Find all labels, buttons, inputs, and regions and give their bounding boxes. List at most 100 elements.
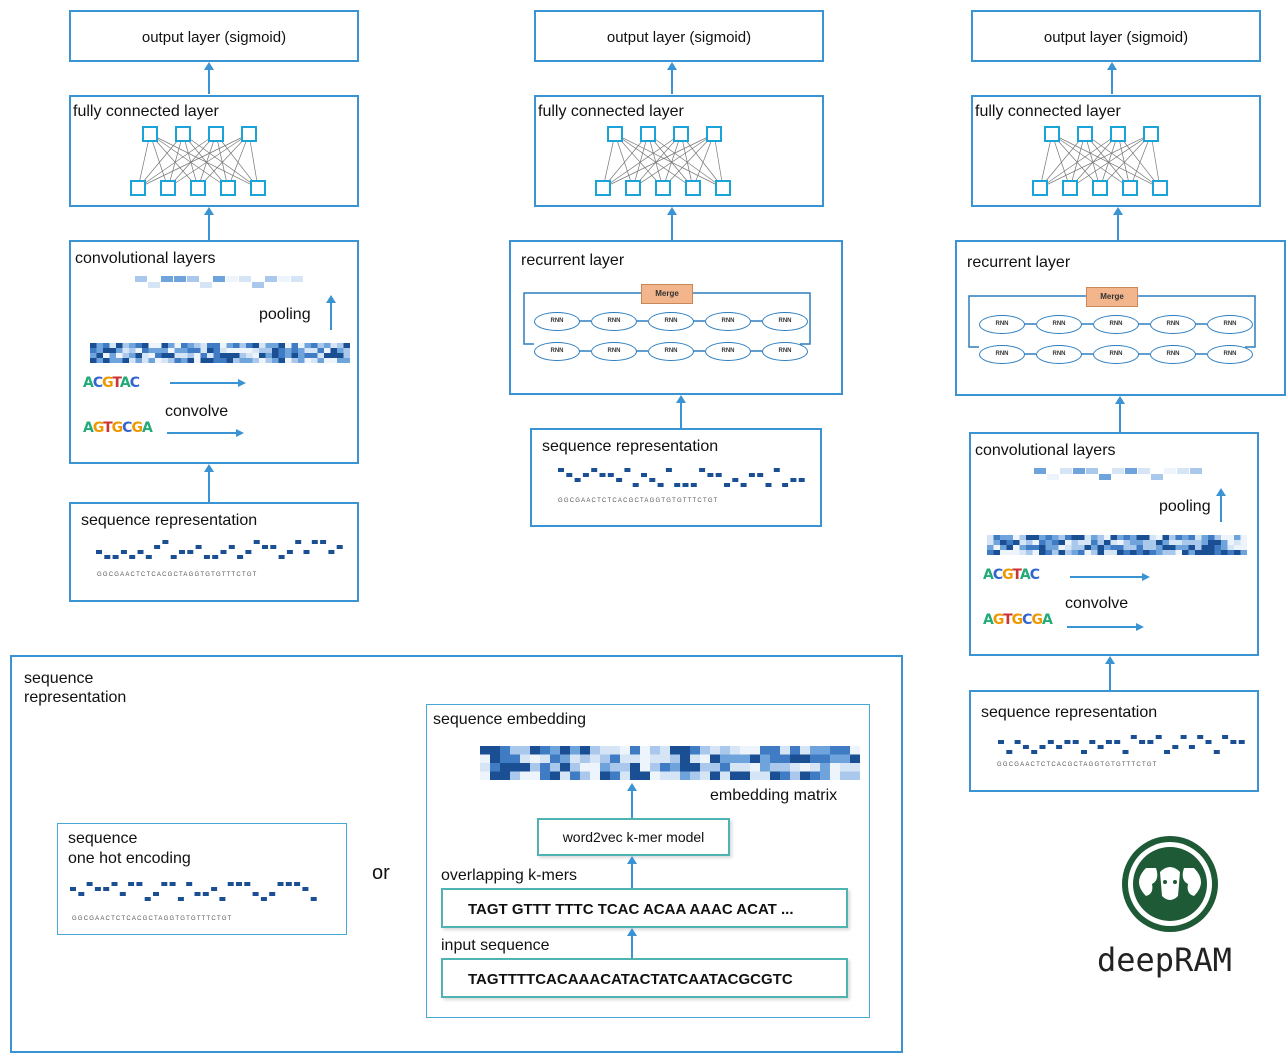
col3-onehot-cell (1081, 750, 1087, 754)
col3-convolve-label: convolve (1065, 595, 1129, 612)
col1-feature-map-cell (291, 358, 298, 363)
col3-feature-map-cell (1045, 540, 1052, 545)
col1-feature-map-cell (90, 348, 97, 353)
col3-feature-map-cell (1078, 540, 1085, 545)
col3-onehot-cell (1022, 745, 1029, 749)
input-sequence-box: TAGTTTTCACAAACATACTATCAATACGCGTC (441, 958, 848, 998)
col3-feature-map-cell (1032, 550, 1039, 555)
col1-pooling-label: pooling (259, 306, 311, 323)
embedding-matrix-cell (550, 763, 560, 772)
embedding-matrix-cell (670, 763, 680, 772)
col2-onehot-cell (674, 483, 681, 487)
col1-onehot-cell (228, 545, 235, 549)
col1-feature-map-cell (174, 348, 181, 353)
col1-fc-edge (182, 133, 229, 189)
col3-fc-node (1092, 180, 1108, 196)
col2-onehot-cell (757, 473, 764, 477)
embedding-matrix-cell (480, 763, 490, 772)
col3-feature-map-cell (1117, 535, 1124, 540)
embedding-matrix-cell (690, 771, 700, 780)
col1-fc-edge (137, 133, 250, 189)
col3-fc-node (1077, 126, 1093, 142)
col1-feature-map-cell (207, 358, 214, 363)
col3-feature-map-cell (1175, 550, 1182, 555)
col1-feature-map-cell (220, 348, 227, 353)
col1-feature-map-cell (155, 348, 162, 353)
col1-fc-node (220, 180, 236, 196)
col1-feature-map-cell (233, 353, 240, 358)
col3-feature-map-cell (1195, 550, 1202, 555)
col3-rnn-loop-left (968, 295, 1086, 348)
embedding-matrix-cell (830, 754, 840, 763)
col3-feature-map-cell (1195, 545, 1202, 550)
arrow-word2vec-matrix-head (627, 783, 637, 791)
col2-fc-edge (680, 133, 724, 189)
col3-onehot-cell (1105, 740, 1112, 744)
col2-fc-edge (614, 133, 724, 189)
col1-fc-edge (167, 133, 250, 189)
col1-feature-map-cell (304, 358, 311, 363)
embedding-matrix-cell (760, 771, 770, 780)
col1-feature-map-cell (96, 358, 103, 363)
col1-feature-map-cell (213, 348, 220, 353)
panel-onehot-cell (236, 882, 242, 886)
embedding-matrix-cell (520, 771, 530, 780)
col1-feature-map-cell (90, 353, 97, 358)
col1-feature-map-cell (142, 358, 149, 363)
col1-onehot-cell (162, 540, 169, 544)
embedding-matrix-cell (800, 754, 810, 763)
col3-rnn-rnn-node: RNN (1207, 315, 1253, 334)
embedding-matrix-cell (740, 771, 750, 780)
col1-fc-node (130, 180, 146, 196)
col1-feature-map-cell (194, 343, 201, 348)
col3-feature-map-cell (1006, 535, 1013, 540)
col2-onehot-cell (773, 468, 780, 472)
col1-onehot-cell (320, 540, 327, 544)
col1-feature-map-cell (129, 348, 136, 353)
col1-feature-map-cell (174, 353, 181, 358)
embedding-matrix-cell (710, 771, 720, 780)
col2-fc-node (715, 180, 731, 196)
embedding-matrix-cell (530, 771, 540, 780)
col3-feature-map-cell (993, 550, 1000, 555)
embedding-matrix-cell (820, 771, 830, 780)
col3-feature-map-cell (1052, 550, 1059, 555)
col3-feature-map-cell (1143, 550, 1150, 555)
embedding-matrix-cell (850, 771, 860, 780)
col3-feature-map-cell (1039, 545, 1046, 550)
col2-rnn-loop-right (691, 292, 811, 345)
col1-onehot-cell (179, 550, 185, 554)
col3-feature-map-cell (1214, 550, 1221, 555)
col2-fc-edge (680, 133, 694, 189)
col3-rnn-merge-box: Merge (1086, 287, 1138, 307)
col1-feature-map-cell (233, 348, 240, 353)
col1-feature-map-cell (187, 343, 194, 348)
col3-feature-map-cell (1175, 545, 1182, 550)
col2-sequence-representation-box: sequence representation GGCGAACTCTCACGCT… (530, 428, 822, 527)
embedding-matrix-cell (600, 771, 610, 780)
embedding-matrix-cell (530, 763, 540, 772)
panel-onehot-cell (103, 887, 110, 891)
panel-onehot-cell (177, 897, 184, 901)
col1-arrow-seq-conv-head (204, 464, 214, 472)
col1-nucleotide-string: GGCGAACTCTCACGCTAGGTGTGTTTCTGT (97, 572, 258, 578)
col3-feature-map-cell (1032, 540, 1039, 545)
col1-feature-map-cell (220, 343, 227, 348)
col3-feature-map-cell (1195, 535, 1202, 540)
col3-feature-map-cell (1182, 545, 1189, 550)
col3-fc-node (1032, 180, 1048, 196)
col1-feature-map-cell (207, 353, 214, 358)
embedding-matrix-cell (530, 754, 540, 763)
col3-feature-map-cell (1227, 540, 1234, 545)
col2-fc-node (640, 126, 656, 142)
col1-convolve-label: convolve (165, 403, 229, 420)
col3-feature-map-cell (987, 535, 994, 540)
col1-feature-map-cell (259, 358, 266, 363)
col3-feature-map-cell (1091, 545, 1098, 550)
embedding-matrix-cell (780, 771, 790, 780)
col1-onehot-cell (262, 545, 268, 549)
col3-arrow-fc-out-head (1107, 62, 1117, 70)
col1-feature-map-cell (337, 358, 344, 363)
embedding-matrix-cell (730, 763, 740, 772)
col2-fc-edge (632, 133, 682, 189)
